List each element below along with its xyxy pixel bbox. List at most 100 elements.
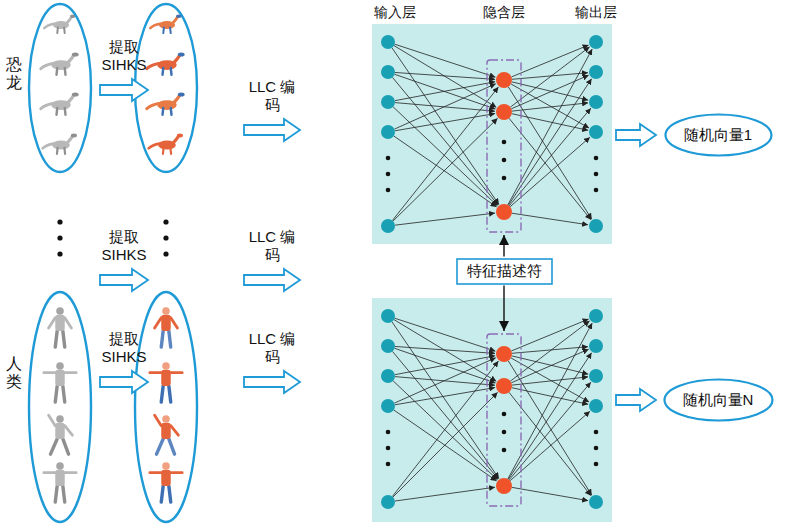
- layer-header: 隐含层: [474, 4, 534, 21]
- weight-line: [510, 321, 589, 381]
- dinosaur-model: [147, 52, 185, 74]
- flow-arrow: [100, 269, 148, 291]
- weight-line: [394, 410, 497, 481]
- weight-line: [395, 44, 496, 77]
- input-neuron: [381, 495, 395, 509]
- descriptor-box: 特征描述符: [456, 258, 553, 285]
- output-neuron: [589, 309, 603, 323]
- ellipsis-dot: [502, 448, 507, 453]
- ellipsis-dot: [594, 156, 599, 161]
- weight-line: [393, 107, 497, 206]
- model-group-outline: [135, 292, 197, 522]
- hidden-neuron: [496, 72, 512, 88]
- weight-line: [392, 48, 499, 205]
- weight-line: [510, 137, 590, 207]
- weight-line: [512, 213, 588, 225]
- weight-line: [395, 487, 495, 501]
- flow-arrow: [616, 124, 656, 146]
- ellipsis-dot: [386, 156, 391, 161]
- ellipsis-dot: [594, 188, 599, 193]
- weight-line: [512, 377, 588, 385]
- dinosaur-model: [41, 52, 79, 74]
- step-label: LLC 编码: [242, 228, 302, 264]
- weight-line: [511, 84, 589, 128]
- dinosaur-model: [41, 92, 79, 114]
- weight-line: [395, 213, 495, 225]
- input-neuron: [381, 95, 395, 109]
- layer-header: 输入层: [365, 4, 425, 21]
- weight-line: [511, 319, 588, 351]
- node-label: 随机向量N: [683, 391, 754, 409]
- node-label: 随机向量1: [684, 126, 752, 144]
- flow-arrow: [244, 119, 300, 141]
- human-model: [49, 415, 73, 454]
- flow-arrow: [244, 269, 300, 291]
- weight-line: [395, 388, 495, 405]
- step-label: 提取 SIHKS: [94, 228, 154, 264]
- weight-line: [395, 377, 495, 386]
- output-neuron: [589, 495, 603, 509]
- dinosaur-model: [149, 134, 183, 154]
- category-label: 人类: [6, 355, 22, 390]
- input-neuron: [381, 399, 395, 413]
- weight-line: [394, 320, 496, 382]
- layer-header: 输出层: [566, 4, 626, 21]
- ellipsis-dot: [502, 140, 507, 145]
- weight-line: [392, 351, 498, 479]
- hidden-neuron: [496, 378, 512, 394]
- weight-line: [392, 322, 499, 479]
- neural-network: [372, 24, 612, 244]
- ellipsis-dot: [57, 235, 62, 240]
- ellipsis-dot: [163, 219, 168, 224]
- network-panel: [372, 298, 612, 522]
- flow-arrow: [244, 371, 300, 393]
- input-neuron: [381, 339, 395, 353]
- weight-line: [395, 346, 495, 353]
- weight-line: [393, 118, 498, 221]
- weight-line: [393, 381, 497, 480]
- weight-line: [392, 87, 498, 220]
- ellipsis-dot: [57, 251, 62, 256]
- hidden-layer-bracket: [487, 334, 521, 506]
- ellipsis-dot: [502, 430, 507, 435]
- model-group: 人类: [2, 290, 94, 524]
- hidden-neuron: [496, 104, 512, 120]
- weight-line: [512, 103, 588, 111]
- weight-line: [395, 82, 495, 101]
- weight-line: [510, 47, 589, 107]
- ellipsis-dot: [594, 446, 599, 451]
- weight-line: [510, 411, 590, 481]
- hidden-neuron: [496, 478, 512, 494]
- weight-line: [394, 46, 496, 108]
- output-neuron: [589, 219, 603, 233]
- weight-line: [395, 72, 495, 79]
- ellipsis-dot: [386, 188, 391, 193]
- weight-line: [395, 318, 496, 351]
- weight-line: [393, 392, 498, 497]
- ellipsis-dot: [57, 219, 62, 224]
- ellipsis-dot: [386, 430, 391, 435]
- step-label: LLC 编码: [242, 78, 302, 114]
- ellipsis-dot: [502, 158, 507, 163]
- output-ellipse: 随机向量1: [664, 113, 773, 157]
- ellipsis-dot: [163, 251, 168, 256]
- input-neuron: [381, 35, 395, 49]
- human-model: [44, 362, 76, 402]
- ellipsis-dot: [386, 446, 391, 451]
- human-model: [155, 307, 178, 347]
- ellipsis-dot: [502, 412, 507, 417]
- weight-line: [511, 358, 589, 402]
- output-neuron: [589, 369, 603, 383]
- weight-line: [392, 361, 498, 496]
- hidden-neuron: [496, 204, 512, 220]
- flow-arrow: [100, 371, 148, 393]
- input-neuron: [381, 309, 395, 323]
- input-neuron: [381, 369, 395, 383]
- dinosaur-model: [147, 92, 185, 114]
- neural-network: [372, 298, 612, 522]
- human-model: [44, 462, 76, 502]
- input-neuron: [381, 219, 395, 233]
- weight-line: [392, 77, 498, 205]
